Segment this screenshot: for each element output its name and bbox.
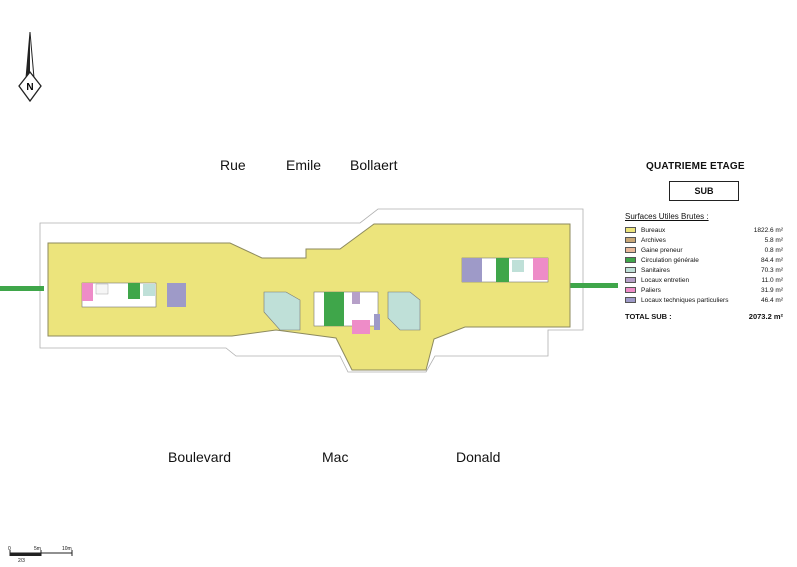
legend-total-label: TOTAL SUB :	[625, 312, 672, 321]
legend-row-bureaux: Bureaux 1822.6 m²	[625, 226, 783, 235]
site-outline	[39, 208, 584, 373]
scale-label-10m: 10m	[62, 546, 72, 552]
walkway-left	[0, 286, 44, 291]
street-bottom-mac: Mac	[322, 449, 349, 465]
scale-label-0: 0	[8, 546, 11, 552]
legend-title: QUATRIEME ETAGE	[646, 161, 745, 172]
legend-swatch	[625, 297, 636, 303]
legend-row-value: 1822.6 m²	[753, 227, 783, 234]
legend-row-value: 70.3 m²	[760, 267, 783, 274]
office-floor	[47, 223, 571, 371]
legend-swatch	[625, 247, 636, 253]
legend-row-label: Paliers	[641, 287, 661, 294]
left-core	[81, 282, 186, 308]
north-letter: N	[26, 82, 33, 93]
legend-row-value: 31.9 m²	[760, 287, 783, 294]
street-top-emile: Emile	[286, 157, 322, 173]
right-core	[461, 257, 549, 283]
legend-swatch	[625, 237, 636, 243]
scale-bar	[9, 550, 73, 556]
legend-row-value: 46.4 m²	[760, 297, 783, 304]
legend-row-value: 5.8 m²	[764, 237, 783, 244]
street-top-rue: Rue	[220, 157, 246, 173]
street-bottom-boulevard: Boulevard	[168, 449, 232, 465]
legend-subtitle-box: SUB	[669, 181, 739, 201]
legend-row-value: 0.8 m²	[764, 247, 783, 254]
legend-swatch	[625, 267, 636, 273]
legend-swatch	[625, 287, 636, 293]
legend-row-circulation: Circulation générale 84.4 m²	[625, 256, 783, 265]
scale-label-5m: 5m	[34, 546, 41, 552]
legend-row-value: 84.4 m²	[760, 257, 783, 264]
street-bottom-donald: Donald	[456, 449, 501, 465]
street-top-bollaert: Bollaert	[350, 157, 398, 173]
legend-row-locaux-entretien: Locaux entretien 11.0 m²	[625, 276, 783, 285]
legend-row-label: Sanitaires	[641, 267, 670, 274]
legend-row-label: Gaine preneur	[641, 247, 683, 254]
legend-swatch	[625, 227, 636, 233]
legend-total-value: 2073.2 m²	[748, 312, 783, 321]
legend-row-gaine-preneur: Gaine preneur 0.8 m²	[625, 246, 783, 255]
legend-row-label: Locaux entretien	[641, 277, 690, 284]
legend-row-locaux-techniques: Locaux techniques particuliers 46.4 m²	[625, 296, 783, 305]
legend-row-label: Archives	[641, 237, 666, 244]
legend-row-archives: Archives 5.8 m²	[625, 236, 783, 245]
legend-row-label: Circulation générale	[641, 257, 699, 264]
legend-swatch	[625, 277, 636, 283]
legend-row-paliers: Paliers 31.9 m²	[625, 286, 783, 295]
legend-row-value: 11.0 m²	[761, 277, 783, 284]
walkway-right	[568, 283, 618, 288]
legend-row-sanitaires: Sanitaires 70.3 m²	[625, 266, 783, 275]
legend-heading: Surfaces Utiles Brutes :	[625, 212, 709, 221]
center-core	[263, 291, 421, 334]
scale-sublabel: 2/3	[18, 558, 25, 564]
legend-row-label: Locaux techniques particuliers	[641, 297, 729, 304]
legend-row-label: Bureaux	[641, 227, 666, 234]
legend-swatch	[625, 257, 636, 263]
north-arrow-icon: N	[18, 31, 42, 103]
